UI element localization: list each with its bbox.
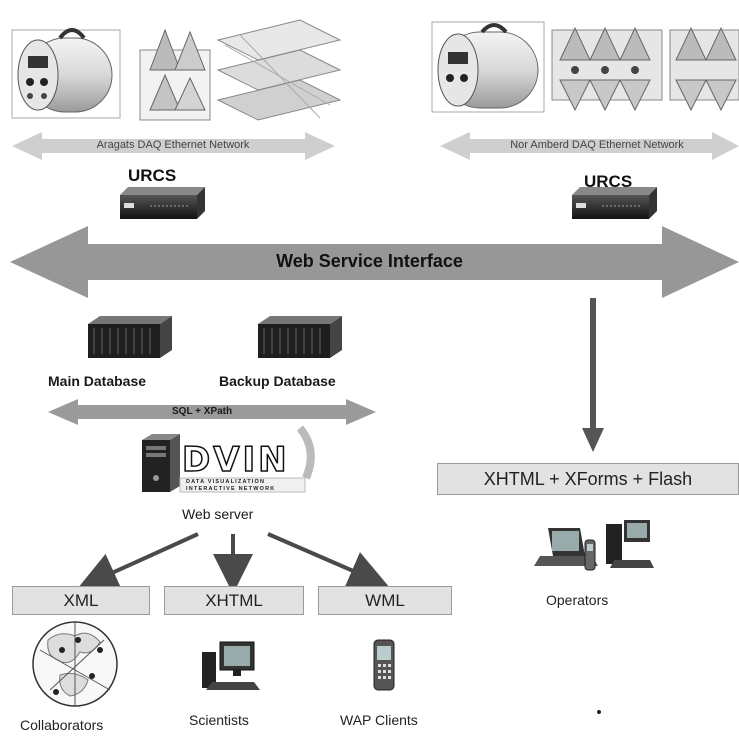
dvin-logo-subtitle-1: DATA VISUALIZATION — [186, 479, 266, 485]
format-xml: XML — [12, 586, 150, 615]
urcs-device-icon — [120, 187, 205, 219]
operators-down-arrow — [582, 428, 604, 452]
detector-icon — [11, 28, 121, 119]
sql-xpath-arrow — [48, 399, 376, 425]
scientists-label: Scientists — [189, 712, 249, 728]
dvin-logo-word: DVIN — [181, 439, 290, 481]
backup-database-label: Backup Database — [219, 373, 336, 389]
wap-clients-label: WAP Clients — [340, 712, 418, 728]
mobile-phone-icon — [373, 639, 395, 691]
web-server-label: Web server — [182, 506, 254, 522]
dvin-logo-graphic — [179, 425, 315, 493]
detector-icon — [431, 21, 545, 113]
web-service-interface-label: Web Service Interface — [276, 251, 463, 271]
server-rack-icon — [258, 316, 342, 358]
network-arrow-left — [12, 132, 335, 160]
operators-format-box: XHTML + XForms + Flash — [437, 463, 739, 495]
left-network-label: Aragats DAQ Ethernet Network — [96, 139, 250, 151]
stray-dot — [597, 710, 601, 714]
sql-xpath-label: SQL + XPath — [172, 406, 233, 417]
server-tower-icon — [142, 434, 180, 492]
desktop-computer-icon — [202, 641, 260, 690]
collaborators-label: Collaborators — [20, 717, 104, 733]
dvin-logo-subtitle-2: INTERACTIVE NETWORK — [186, 486, 276, 492]
laptop-icon — [534, 520, 654, 571]
web-service-interface-arrow — [10, 226, 739, 298]
main-database-label: Main Database — [48, 373, 147, 389]
format-xhtml: XHTML — [164, 586, 304, 615]
urcs-label-left: URCS — [128, 166, 177, 185]
urcs-device-icon — [572, 187, 657, 219]
world-map-icon — [32, 621, 118, 707]
urcs-label-right: URCS — [584, 172, 633, 191]
server-rack-icon — [88, 316, 172, 358]
detector-geometry-icon — [139, 19, 342, 121]
operators-label: Operators — [546, 592, 609, 608]
detector-geometry-icon — [551, 26, 739, 112]
format-wml: WML — [318, 586, 452, 615]
right-network-label: Nor Amberd DAQ Ethernet Network — [510, 139, 684, 151]
network-arrow-right — [440, 132, 739, 160]
